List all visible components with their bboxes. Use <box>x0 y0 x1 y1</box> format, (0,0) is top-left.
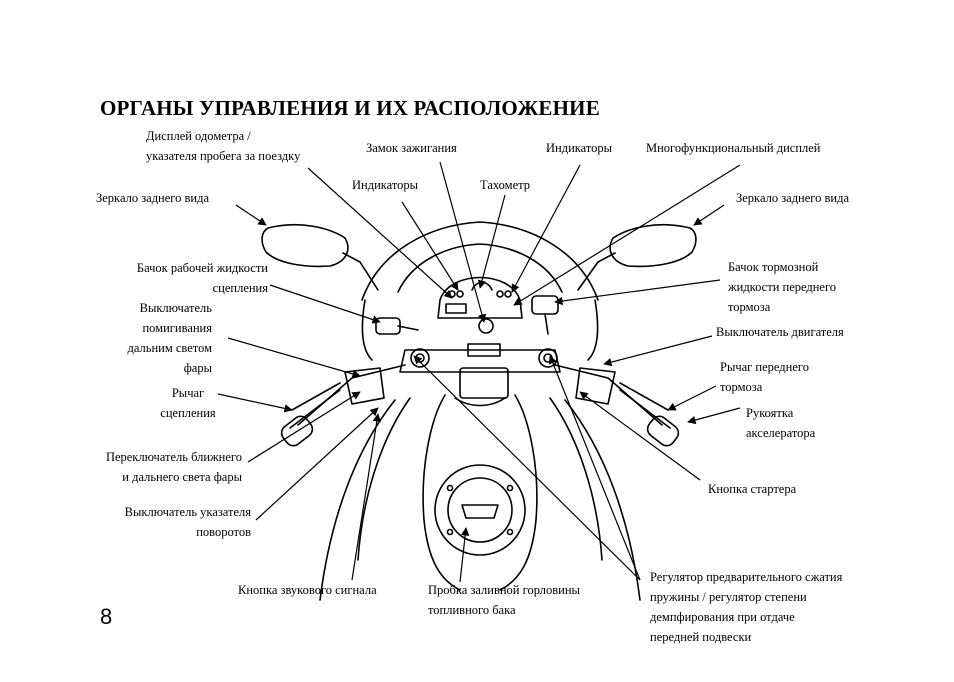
label-multifunction-display: Многофункциональный дисплей <box>646 141 821 155</box>
top-triple-clamp <box>399 349 561 373</box>
label-right-mirror: Зеркало заднего вида <box>736 191 849 205</box>
right-handlebar-drawing <box>554 364 680 447</box>
page-number: 8 <box>100 604 113 629</box>
ignition-drawing <box>478 318 494 334</box>
leader-lines <box>217 161 741 583</box>
fuel-tank-drawing <box>319 394 641 601</box>
left-mirror-drawing <box>261 223 379 291</box>
label-starter-button: Кнопка стартера <box>708 482 797 496</box>
label-indicators-mid: Индикаторы <box>352 178 419 192</box>
brake-reservoir-drawing <box>531 295 559 335</box>
fuel-cap-drawing <box>434 464 526 556</box>
label-ignition-switch: Замок зажигания <box>366 141 457 155</box>
label-tachometer: Тахометр <box>480 178 530 192</box>
label-horn-button: Кнопка звукового сигнала <box>238 583 377 597</box>
right-mirror-drawing <box>577 223 697 291</box>
label-odometer-display: Дисплей одометра /указателя пробега за п… <box>146 129 301 163</box>
fairing-outline <box>361 221 599 301</box>
page-title: ОРГАНЫ УПРАВЛЕНИЯ И ИХ РАСПОЛОЖЕНИЕ <box>100 96 600 120</box>
left-handlebar-drawing <box>280 364 406 447</box>
label-indicators-top: Индикаторы <box>546 141 613 155</box>
label-engine-stop-switch: Выключатель двигателя <box>716 325 844 339</box>
clutch-reservoir-drawing <box>375 317 419 335</box>
instrument-cluster-drawing <box>437 276 523 319</box>
label-left-mirror: Зеркало заднего вида <box>96 191 209 205</box>
